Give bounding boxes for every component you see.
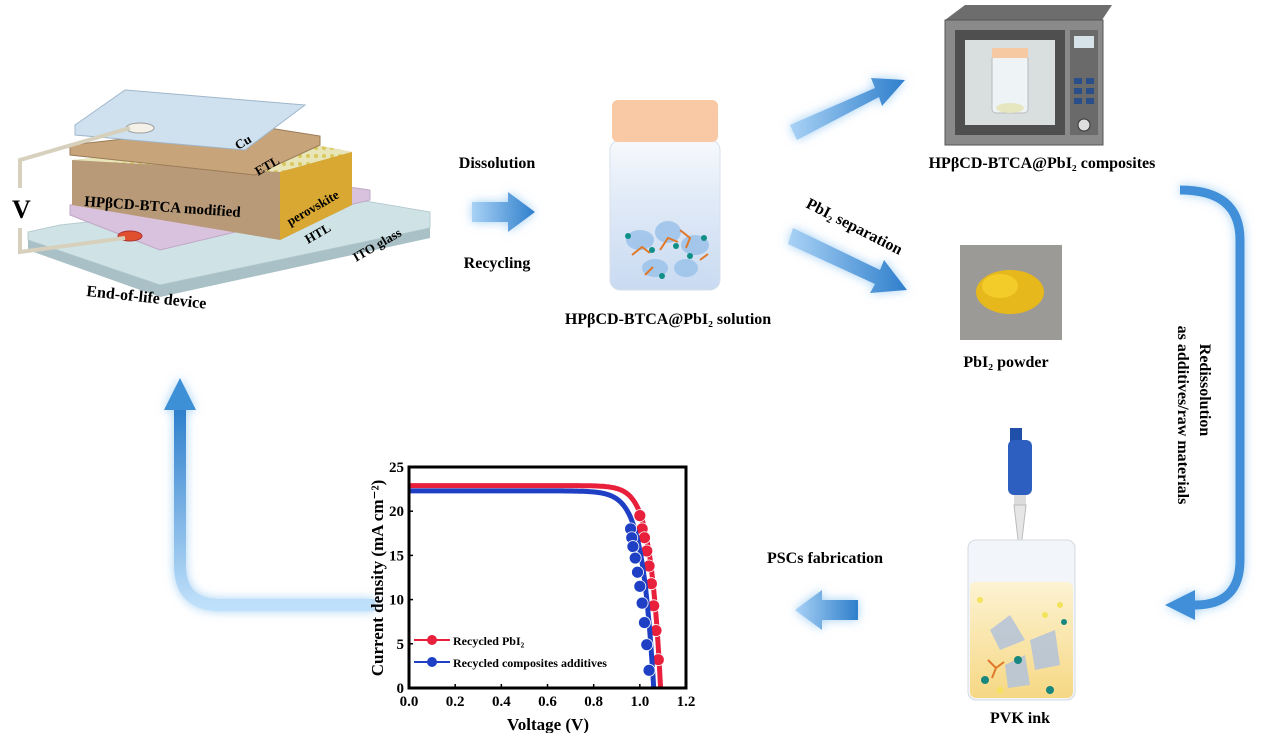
microwave-oven — [944, 5, 1112, 146]
powder-label: PbI₂ powder — [963, 354, 1048, 371]
pbi2-powder-photo — [960, 245, 1062, 340]
data-point — [631, 565, 644, 579]
y-tick-label: 0 — [397, 681, 405, 697]
fabrication-label: PSCs fabrication — [767, 550, 883, 567]
y-tick-label: 25 — [389, 460, 404, 476]
legend-marker-red — [427, 635, 437, 645]
data-point — [642, 663, 656, 677]
return-arrow-icon — [164, 378, 375, 611]
redissolution-label: Redissolution — [1196, 344, 1213, 437]
legend: Recycled PbI₂ Recycled composites additi… — [414, 634, 607, 670]
wire — [18, 126, 131, 188]
data-point — [628, 551, 642, 565]
down-right-arrow-icon — [788, 228, 907, 293]
data-point — [635, 596, 649, 610]
dissolution-label: Dissolution — [459, 155, 536, 172]
series-fit-line-1 — [409, 490, 655, 689]
x-tick-label: 0.8 — [584, 694, 603, 710]
solution-label: HPβCD-BTCA@PbI₂ solution — [565, 311, 771, 328]
cu-layer — [74, 89, 307, 151]
x-tick-label: 1.0 — [630, 694, 649, 710]
y-tick-label: 5 — [397, 637, 405, 653]
data-point — [640, 638, 654, 652]
layer-label-cu: Cu — [232, 131, 254, 152]
ink-label: PVK ink — [990, 710, 1050, 727]
data-point — [633, 579, 647, 593]
x-tick-label: 1.2 — [677, 694, 696, 710]
x-tick-label: 0.2 — [446, 694, 465, 710]
x-tick-label: 0.0 — [400, 694, 419, 710]
voltage-label: V — [12, 195, 31, 224]
x-tick-label: 0.4 — [492, 694, 511, 710]
right-arrow-icon — [472, 192, 535, 232]
solution-jar — [609, 100, 721, 291]
legend-label-red: Recycled PbI₂ — [453, 634, 525, 648]
composites-label: HPβCD-BTCA@PbI₂ composites — [929, 155, 1156, 172]
left-arrow-icon — [795, 590, 858, 630]
y-axis-label: Current density (mA cm⁻²) — [368, 480, 387, 676]
y-tick-label: 20 — [389, 504, 404, 520]
redissolution-sublabel: as additives/raw materials — [1174, 326, 1191, 505]
data-point — [633, 509, 647, 523]
jv-chart: 0.0 0.2 0.4 0.6 0.8 1.0 1.2 0 5 10 15 20 25 Voltage … — [368, 460, 695, 733]
up-right-arrow-icon — [790, 78, 905, 140]
pvk-ink-beaker — [967, 539, 1076, 701]
series-fit-line-0 — [409, 484, 662, 689]
x-tick-label: 0.6 — [538, 694, 557, 710]
recycling-label: Recycling — [464, 255, 531, 272]
x-axis-label: Voltage (V) — [507, 715, 589, 733]
data-point — [626, 540, 640, 553]
y-tick-label: 15 — [389, 548, 404, 564]
jar-lid — [612, 100, 718, 142]
legend-label-blue: Recycled composites additives — [453, 656, 607, 670]
legend-marker-blue — [427, 657, 437, 667]
end-of-life-device: V Cu ETL perovskite HPβCD-BTCA modified … — [12, 89, 431, 313]
data-point — [638, 616, 651, 629]
y-tick-label: 10 — [389, 593, 404, 609]
redissolution-arrow-icon — [1165, 185, 1245, 620]
